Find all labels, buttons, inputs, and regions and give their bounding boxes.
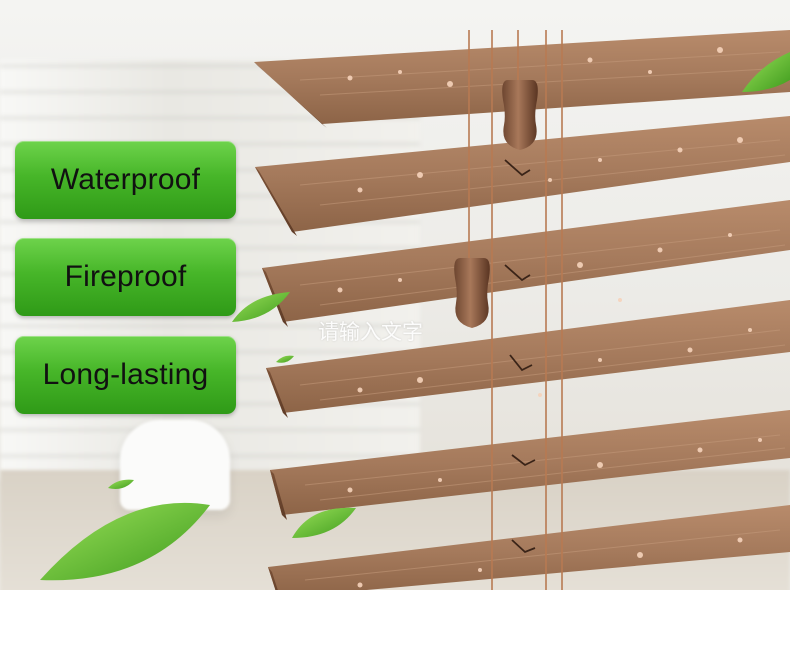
feature-label: Long-lasting bbox=[42, 358, 209, 391]
feature-label: Waterproof bbox=[50, 163, 201, 196]
bottom-margin bbox=[0, 590, 790, 660]
wooden-tassel-icon bbox=[502, 80, 538, 150]
leaf-icon bbox=[108, 479, 134, 489]
ladder-cord bbox=[468, 30, 563, 600]
wooden-tassel-icon bbox=[454, 258, 490, 328]
feature-badge-waterproof: Waterproof bbox=[15, 141, 236, 219]
water-drop-icon bbox=[337, 47, 762, 588]
feature-badge-fireproof: Fireproof bbox=[15, 238, 236, 316]
slat bbox=[268, 505, 790, 603]
leaf-icon bbox=[232, 292, 290, 322]
slat bbox=[266, 300, 790, 418]
leaf-icon bbox=[40, 502, 210, 581]
overlay-placeholder-text: 请输入文字 bbox=[318, 320, 423, 344]
leaf-icon bbox=[276, 355, 294, 363]
slat bbox=[270, 410, 790, 520]
slat bbox=[254, 30, 790, 128]
leaf-icon bbox=[742, 52, 790, 92]
feature-badge-long-lasting: Long-lasting bbox=[15, 336, 236, 414]
leaf-icon bbox=[292, 507, 356, 538]
background-chair bbox=[120, 420, 230, 510]
cord-clip bbox=[504, 159, 536, 554]
wood-grain bbox=[299, 51, 786, 581]
feature-label: Fireproof bbox=[64, 260, 187, 293]
